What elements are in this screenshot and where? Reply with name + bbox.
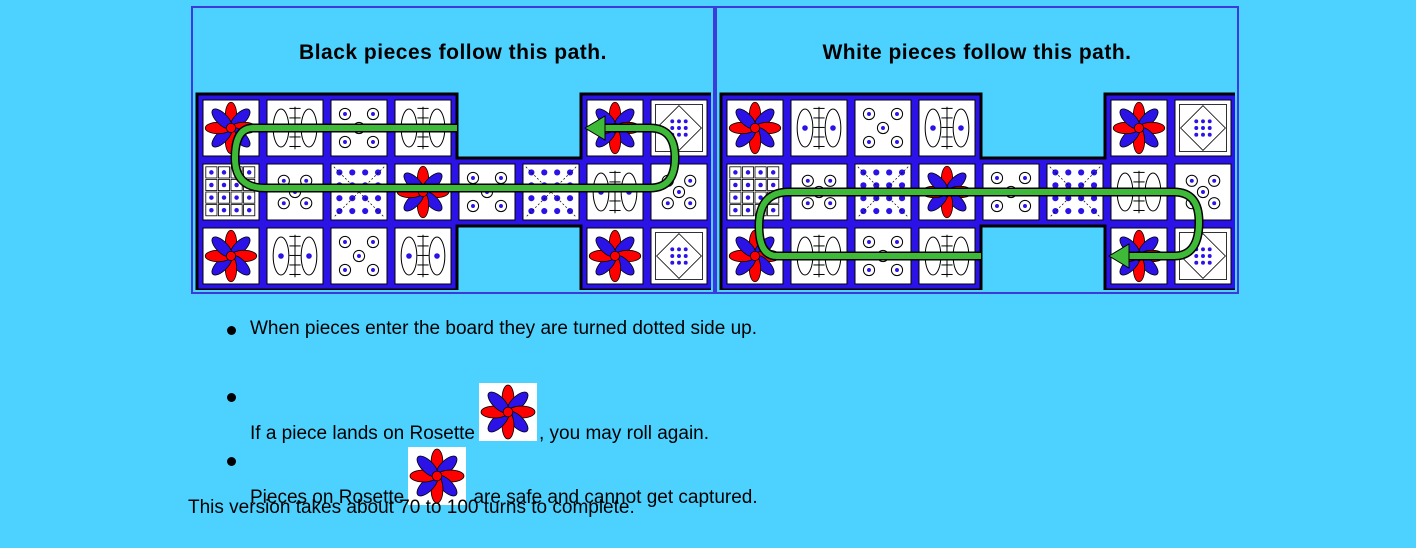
- black-path-panel: Black pieces follow this path.: [191, 6, 715, 294]
- rule-item: If a piece lands on Rosette , you may rol…: [200, 383, 710, 445]
- board-square: [1174, 99, 1232, 157]
- board-diagram-black: [195, 92, 711, 290]
- rosette-icon: [478, 383, 537, 441]
- white-path-board: [719, 92, 1235, 290]
- board-square: [726, 163, 784, 221]
- black-path-board: [195, 92, 711, 290]
- board-square: [918, 99, 976, 157]
- rule-item: Pieces on Rosette are safe and cannot ge…: [200, 447, 758, 509]
- board-square: [586, 227, 644, 285]
- board-square: [650, 163, 708, 221]
- path-arrow: [231, 125, 679, 191]
- board-square: [854, 99, 912, 157]
- rule-text: Pieces on Rosette: [250, 487, 405, 508]
- board-square: [202, 163, 260, 221]
- footer-note: This version takes about 70 to 100 turns…: [188, 497, 635, 518]
- bullet-icon: [227, 457, 236, 466]
- board-square: [1110, 99, 1168, 157]
- rule-text: are safe and cannot get captured.: [473, 487, 758, 508]
- board-square: [202, 227, 260, 285]
- path-arrow: [755, 189, 1203, 259]
- board-square: [394, 227, 452, 285]
- black-path-title: Black pieces follow this path.: [299, 41, 607, 64]
- rosette-icon: [408, 447, 467, 505]
- white-path-title: White pieces follow this path.: [822, 41, 1132, 64]
- rule-text: , you may roll again.: [538, 423, 710, 444]
- rule-item: When pieces enter the board they are tur…: [200, 318, 757, 340]
- board-square: [330, 227, 388, 285]
- bullet-icon: [227, 393, 236, 402]
- path-arrowhead: [584, 115, 606, 141]
- rule-text: If a piece lands on Rosette: [250, 423, 475, 444]
- bullet-icon: [227, 326, 236, 335]
- board-square: [650, 227, 708, 285]
- board-square: [1174, 163, 1232, 221]
- board-square: [726, 99, 784, 157]
- board-square: [266, 227, 324, 285]
- white-path-panel: White pieces follow this path.: [715, 6, 1239, 294]
- rule-text: When pieces enter the board they are tur…: [250, 318, 757, 339]
- board-square: [790, 99, 848, 157]
- path-arrowhead: [1108, 243, 1130, 269]
- board-diagram-white: [719, 92, 1235, 290]
